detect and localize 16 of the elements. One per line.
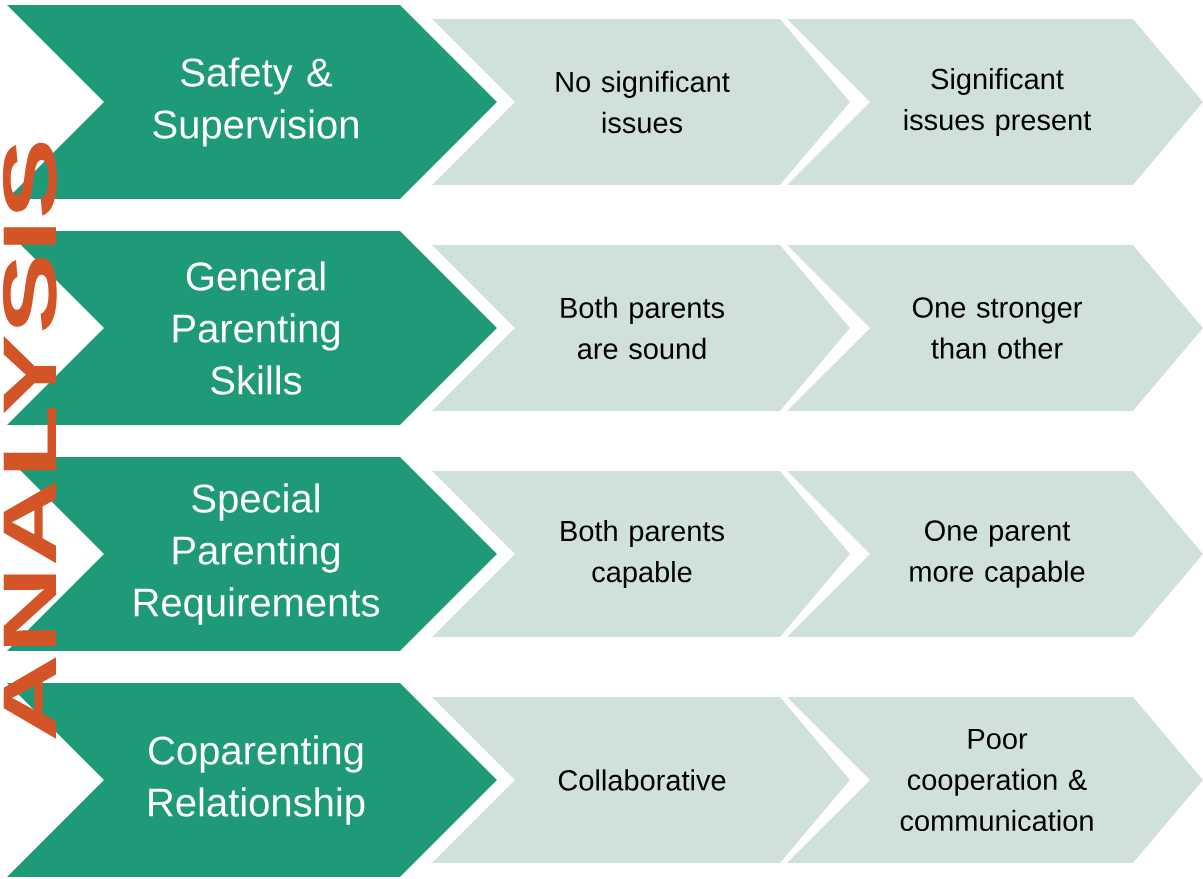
rating-banner: Significant issues present — [787, 19, 1203, 185]
rating-banner: One parent more capable — [787, 471, 1203, 637]
rating-banner: No significant issues — [432, 19, 850, 185]
node-label: One parent more capable — [910, 520, 1085, 588]
rating-banner: Collaborative — [432, 697, 850, 863]
node-label: No significant issues — [556, 70, 730, 134]
node-label: Both parents capable — [561, 519, 724, 589]
rating-banner: Poor cooperation & communication — [787, 697, 1203, 863]
node-label: One stronger than other — [912, 297, 1082, 359]
rating-banner: Both parents capable — [432, 471, 850, 637]
node-label: Significant issues present — [904, 67, 1092, 137]
rating-banner: Both parents are sound — [432, 245, 850, 411]
node-label: Collaborative — [558, 769, 726, 791]
rating-banner: One stronger than other — [787, 245, 1203, 411]
node-label: Both parents are sound — [561, 296, 724, 360]
node-label: Poor cooperation & communication — [900, 728, 1093, 832]
